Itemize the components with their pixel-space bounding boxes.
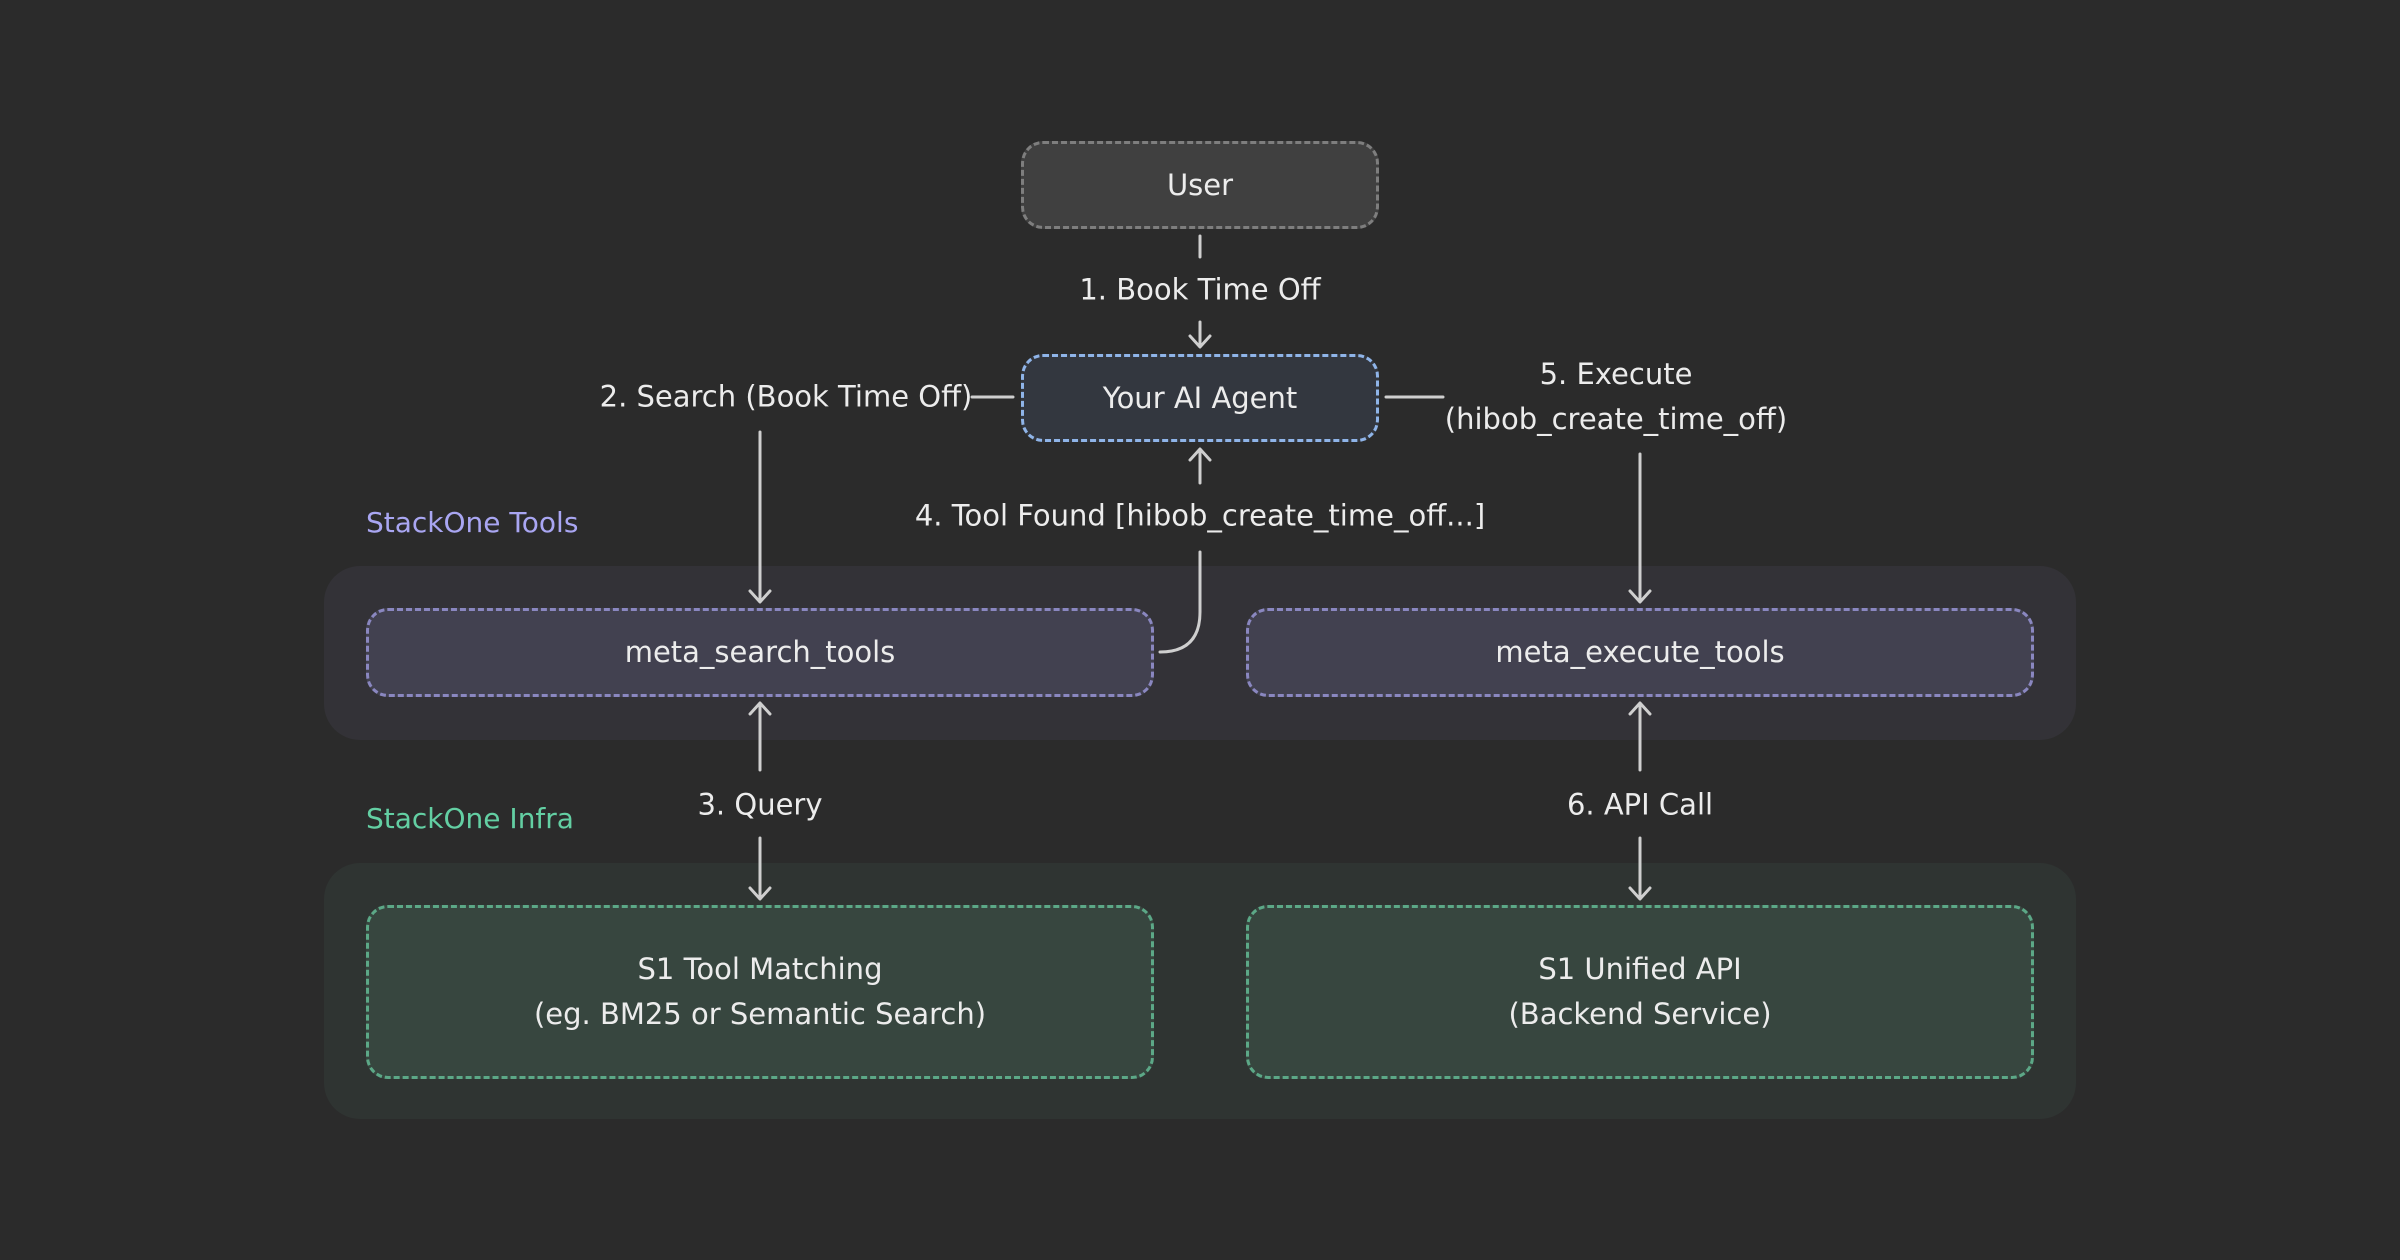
- arrowhead-query-up: [748, 701, 772, 716]
- edge-label-api-call: 6. API Call: [1566, 787, 1714, 822]
- meta-execute-tools-node: meta_execute_tools: [1246, 608, 2034, 697]
- meta-execute-tools-label: meta_execute_tools: [1495, 635, 1785, 669]
- unified-api-title: S1 Unified API: [1538, 952, 1742, 986]
- unified-api-subtitle: (Backend Service): [1508, 997, 1772, 1031]
- edge-search-found-curve: [1158, 550, 1202, 654]
- edge-label-tool-found: 4. Tool Found [hibob_create_time_off...]: [914, 498, 1486, 533]
- edge-label-query: 3. Query: [697, 787, 823, 822]
- arrowhead-found-agent: [1188, 447, 1212, 462]
- edge-label-execute-line2: (hibob_create_time_off): [1444, 402, 1788, 436]
- edge-label-execute-line1: 5. Execute: [1539, 357, 1693, 391]
- stackone-infra-label: StackOne Infra: [366, 802, 574, 835]
- stackone-tools-label: StackOne Tools: [366, 506, 579, 539]
- arrowhead-search-in: [748, 589, 772, 604]
- arrowhead-agent-in: [1188, 334, 1212, 349]
- arrowhead-api-down: [1628, 886, 1652, 901]
- edge-label-book-time-off: 1. Book Time Off: [1079, 272, 1321, 307]
- arrowhead-query-down: [748, 886, 772, 901]
- tool-matching-node: S1 Tool Matching (eg. BM25 or Semantic S…: [366, 905, 1154, 1079]
- tool-matching-title: S1 Tool Matching: [637, 952, 883, 986]
- meta-search-tools-node: meta_search_tools: [366, 608, 1154, 697]
- arrowhead-execute-in: [1628, 589, 1652, 604]
- ai-agent-node: Your AI Agent: [1021, 354, 1379, 442]
- user-node-label: User: [1166, 167, 1234, 202]
- user-node: User: [1021, 141, 1379, 229]
- edge-label-execute: 5. Execute (hibob_create_time_off): [1445, 352, 1787, 442]
- ai-agent-node-label: Your AI Agent: [1102, 380, 1298, 415]
- unified-api-node: S1 Unified API (Backend Service): [1246, 905, 2034, 1079]
- edge-label-search: 2. Search (Book Time Off): [599, 379, 973, 414]
- meta-search-tools-label: meta_search_tools: [624, 635, 896, 669]
- arrowhead-api-up: [1628, 701, 1652, 716]
- tool-matching-subtitle: (eg. BM25 or Semantic Search): [533, 997, 987, 1031]
